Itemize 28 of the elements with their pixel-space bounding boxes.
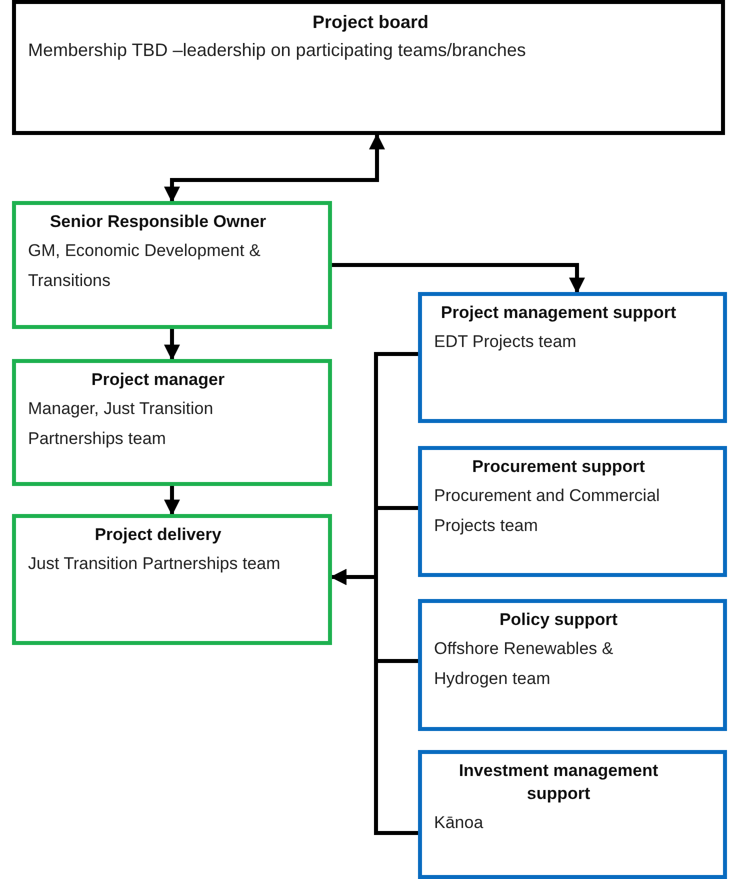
connector-arrow [164,133,385,203]
box-description: EDT Projects team [434,330,578,353]
box-description: Just Transition Partnerships team [28,552,282,575]
box-heading: Project management support [440,302,678,324]
box-description: Membership TBD –leadership on participating teams/branches [28,39,527,62]
box-description: Procurement and Commercial Projects team [434,484,661,537]
org-box [418,599,727,731]
box-description: GM, Economic Development & Transitions [28,240,262,292]
org-box [12,0,725,135]
box-heading: Senior Responsible Owner [48,211,268,233]
org-box [418,292,727,423]
org-box [418,750,727,879]
org-box [12,201,332,329]
org-box [12,359,332,486]
box-heading: Procurement support [471,456,646,478]
box-heading: Policy support [498,609,619,631]
box-heading: Project board [311,11,430,34]
org-box [418,446,727,577]
box-heading: Project manager [90,369,226,391]
box-description: Kānoa [434,812,484,834]
connector-arrow [332,263,585,294]
box-heading: Project delivery [94,524,222,546]
org-box [12,514,332,645]
box-description: Offshore Renewables & Hydrogen team [434,638,614,690]
connector-arrow [164,329,180,361]
box-heading: Investment management support [458,760,660,805]
box-description: Manager, Just Transition Partnerships team [28,398,214,450]
connector-arrow [164,486,180,516]
